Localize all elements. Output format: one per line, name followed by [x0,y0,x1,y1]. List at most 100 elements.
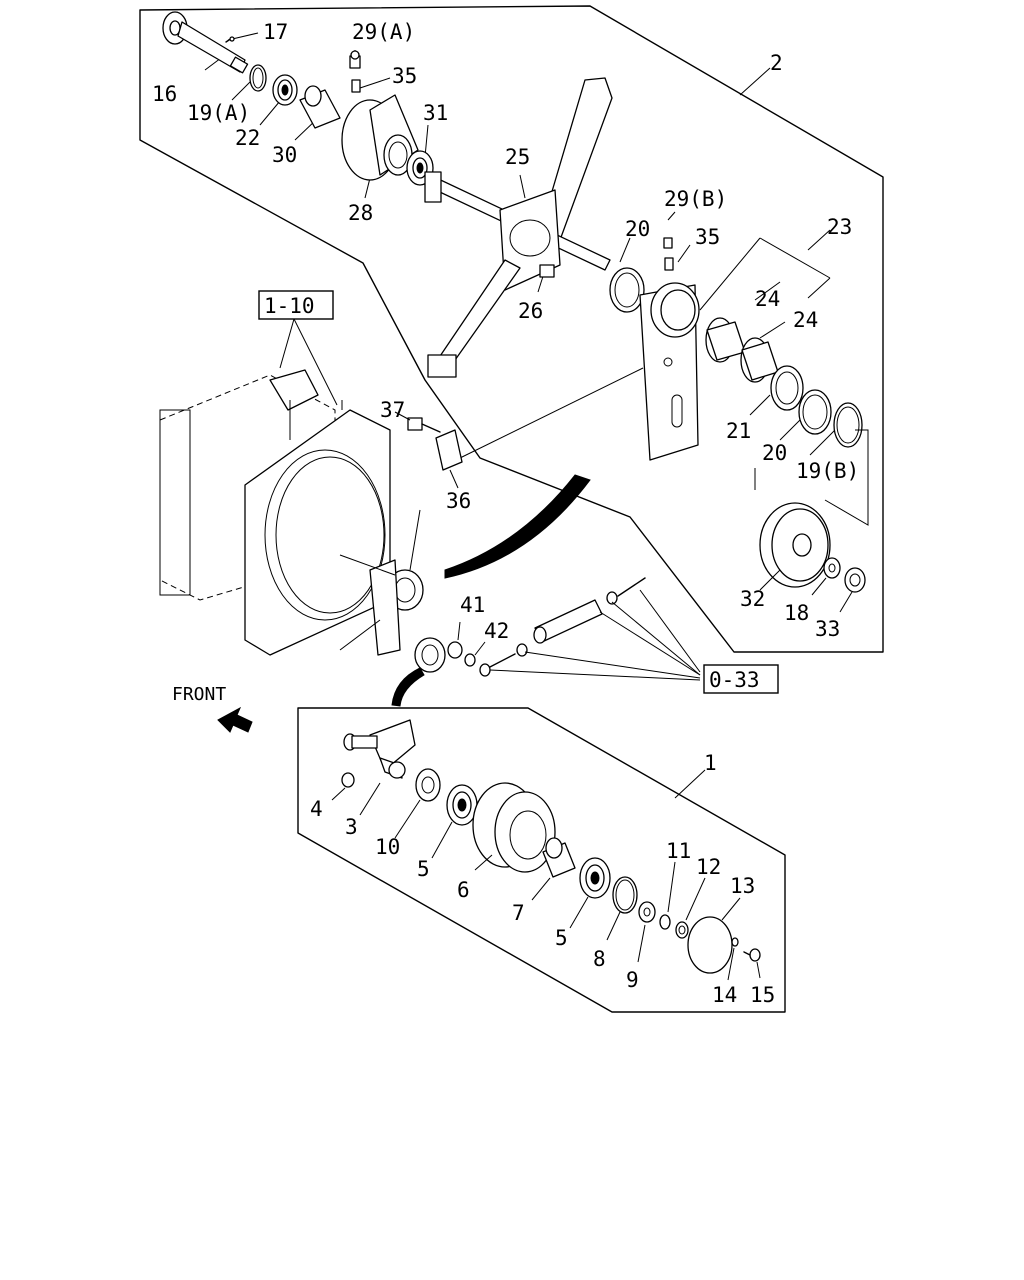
part-25-bracket [424,77,613,378]
callout-8: 8 [593,947,606,971]
part-14-lock-washer [731,937,739,947]
callout-31: 31 [423,101,448,125]
part-23-tension-arm [639,282,700,461]
part-5b-bearing [579,857,611,899]
callout-35a: 35 [392,64,417,88]
part-20b-seal [798,389,832,435]
callout-20b: 20 [762,441,787,465]
part-9-washer [638,901,656,923]
assembly-arrow-lower [391,667,425,707]
callout-13: 13 [730,874,755,898]
callout-22: 22 [235,126,260,150]
part-24-bushing-1 [705,317,746,363]
callout-35b: 35 [695,225,720,249]
callout-9: 9 [626,968,639,992]
fan-bolt-lower [479,643,528,677]
part-4-nut [341,772,355,788]
part-41-nut [447,641,463,659]
callout-1: 1 [704,751,717,775]
part-35a-fitting [351,79,361,93]
callout-10: 10 [375,835,400,859]
callout-36: 36 [446,489,471,513]
part-20a-seal [609,267,645,313]
part-33-nut [844,567,866,593]
ref-1-10: 1-10 [264,294,315,318]
part-15-bolt [743,948,761,962]
part-5a-bearing [446,784,478,826]
part-28-flange-housing [341,94,419,181]
callout-11: 11 [666,839,691,863]
part-10-washer [415,768,441,802]
callout-5a: 5 [417,857,430,881]
part-36-block [435,429,463,471]
part-22-bearing [272,74,298,106]
part-32-idler-pulley [759,502,831,588]
part-12-washer [675,921,689,939]
ref-0-33: 0-33 [709,668,760,692]
fan-clutch-mount [339,509,446,673]
callout-4: 4 [310,797,323,821]
part-7-spacer [542,837,576,878]
callout-33: 33 [815,617,840,641]
part-6-pulley [472,782,556,873]
callout-3: 3 [345,815,358,839]
callout-6: 6 [457,878,470,902]
callout-41: 41 [460,593,485,617]
callout-32: 32 [740,587,765,611]
callout-5b: 5 [555,926,568,950]
part-19a-snap-ring [249,64,267,92]
callout-28: 28 [348,201,373,225]
callout-20a: 20 [625,217,650,241]
ref-box-0-33 [703,664,779,694]
callout-24b: 24 [793,308,818,332]
callout-14: 14 [712,983,737,1007]
fan-bolt-upper [606,577,646,605]
callout-21: 21 [726,419,751,443]
part-26-bolt [539,264,555,278]
fan-shaft-spacer [533,599,603,644]
front-label: FRONT [172,684,226,705]
part-8-snap-ring [612,876,638,914]
callout-19a: 19(A) [187,101,250,125]
callout-30: 30 [272,143,297,167]
arrow-left-icon [217,706,253,733]
callout-23: 23 [827,215,852,239]
callout-15: 15 [750,983,775,1007]
part-11-clip [659,914,671,930]
callout-19b: 19(B) [796,459,859,483]
callout-37: 37 [380,398,405,422]
callout-12: 12 [696,855,721,879]
part-3-bracket-shaft [343,719,416,779]
radiator-assembly [159,369,391,656]
callout-24a: 24 [755,287,780,311]
callout-18: 18 [784,601,809,625]
part-18-washer [823,557,841,579]
part-13-cover [687,916,733,974]
group-1-outline [297,707,786,1013]
ref-box-1-10 [258,290,334,320]
part-21-shim [770,365,804,411]
part-17-pin [225,36,235,43]
callout-7: 7 [512,901,525,925]
part-30-sleeve [299,85,341,129]
part-42-washer [464,653,476,667]
callout-26: 26 [518,299,543,323]
callout-42: 42 [484,619,509,643]
callout-17: 17 [263,20,288,44]
group-2-outline [139,5,884,653]
callout-29a: 29(A) [352,20,415,44]
part-29a-grease-nipple [349,50,361,69]
callout-29b: 29(B) [664,187,727,211]
part-19b-snap-ring [833,402,863,448]
assembly-arrow-upper [444,474,591,579]
part-35b-fitting [664,257,674,271]
part-29b-grease-nipple [663,237,673,249]
callout-2: 2 [770,51,783,75]
part-24-bushing-2 [740,337,779,383]
part-37-bolt [407,417,441,433]
part-16-shaft [162,11,249,74]
callout-25: 25 [505,145,530,169]
callout-16: 16 [152,82,177,106]
